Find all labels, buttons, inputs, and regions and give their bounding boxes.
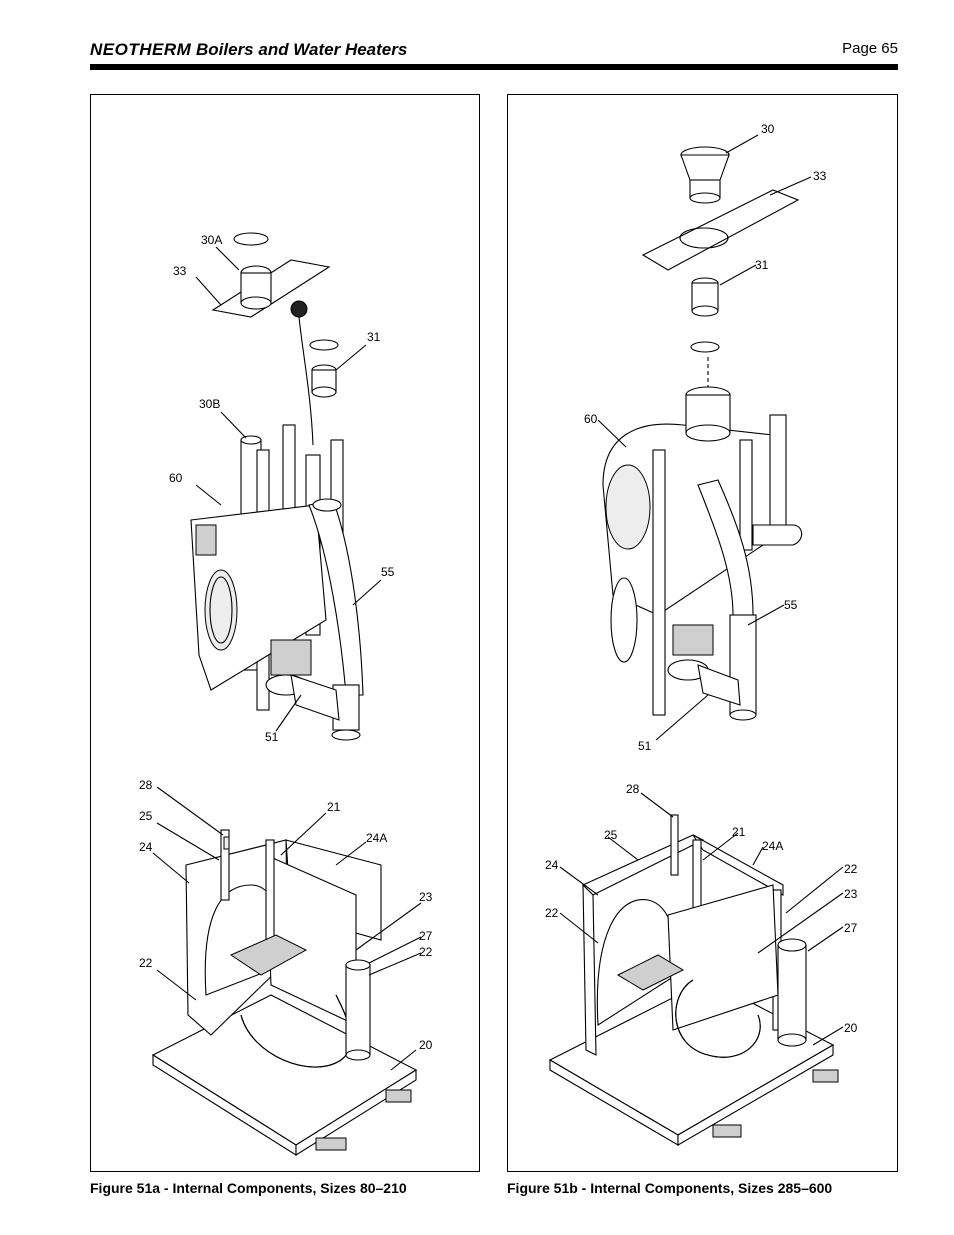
callout-30: 30: [761, 122, 775, 136]
page-number: Page 65: [842, 40, 898, 57]
upper-assembly-b: [602, 146, 803, 721]
lower-frame-b: [548, 814, 839, 1146]
callout-60: 60: [584, 412, 598, 426]
figure-51a-callouts: 30A 33 31 30B 60 55 51 28 25 21 24 24A 2…: [139, 233, 433, 1052]
callout-51: 51: [638, 739, 652, 753]
callout-21: 21: [327, 800, 341, 814]
callout-31: 31: [755, 258, 769, 272]
callout-24: 24: [139, 840, 153, 854]
callout-30a: 30A: [201, 233, 222, 247]
callout-22-right: 22: [844, 862, 858, 876]
callout-27: 27: [419, 929, 433, 943]
callout-22-left: 22: [139, 956, 153, 970]
callout-23: 23: [844, 887, 858, 901]
figure-51b-drawing: [548, 134, 844, 1146]
callout-24a: 24A: [762, 839, 783, 853]
callout-33: 33: [173, 264, 187, 278]
callout-28: 28: [626, 782, 640, 796]
figure-51a-drawing: [151, 232, 422, 1156]
figure-51a-caption: Figure 51a - Internal Components, Sizes …: [90, 1180, 407, 1196]
brand-name: NEOTHERM: [90, 40, 192, 59]
callout-30b: 30B: [199, 397, 220, 411]
callout-51: 51: [265, 730, 279, 744]
leader-lines-b: [559, 134, 844, 1046]
lower-frame-a: [151, 829, 418, 1156]
figure-51b-caption: Figure 51b - Internal Components, Sizes …: [507, 1180, 833, 1196]
figure-51a-panel: 30A 33 31 30B 60 55 51 28 25 21 24 24A 2…: [90, 94, 480, 1172]
upper-assembly-a: [190, 232, 364, 741]
callout-22-right: 22: [419, 945, 433, 959]
callout-23: 23: [419, 890, 433, 904]
callout-55: 55: [784, 598, 798, 612]
callout-25: 25: [604, 828, 618, 842]
callout-20: 20: [419, 1038, 433, 1052]
callout-33: 33: [813, 169, 827, 183]
callout-60: 60: [169, 471, 183, 485]
figure-51b-callouts: 30 33 31 60 55 51 28 25 21 24A 24 22 22 …: [545, 122, 858, 1035]
callout-27: 27: [844, 921, 858, 935]
leader-lines-a: [152, 246, 422, 1071]
callout-55: 55: [381, 565, 395, 579]
header-title-rest: Boilers and Water Heaters: [191, 40, 408, 59]
callout-28: 28: [139, 778, 153, 792]
callout-31: 31: [367, 330, 381, 344]
callout-21: 21: [732, 825, 746, 839]
callout-22-left: 22: [545, 906, 559, 920]
header-title: NEOTHERM Boilers and Water Heaters: [90, 40, 407, 60]
callout-25: 25: [139, 809, 153, 823]
header-rule: [90, 64, 898, 70]
callout-20: 20: [844, 1021, 858, 1035]
callout-24a: 24A: [366, 831, 387, 845]
figure-51b-panel: 30 33 31 60 55 51 28 25 21 24A 24 22 22 …: [507, 94, 898, 1172]
callout-24: 24: [545, 858, 559, 872]
